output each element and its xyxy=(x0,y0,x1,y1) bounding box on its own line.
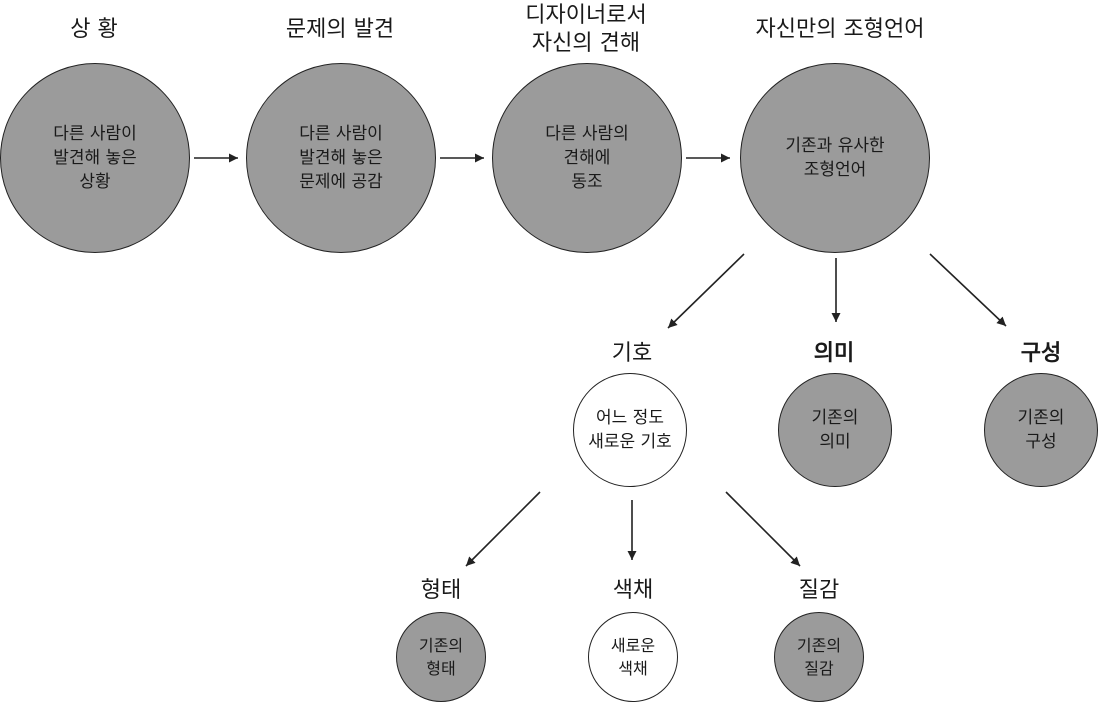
node-color-text: 새로운 색채 xyxy=(610,636,656,678)
node-form: 기존의 형태 xyxy=(396,612,486,702)
node-problem-discovery: 다른 사람이 발견해 놓은 문제에 공감 xyxy=(246,63,436,253)
heading-problem-discovery: 문제의 발견 xyxy=(285,17,395,42)
heading-color: 색채 xyxy=(612,578,654,603)
arrow-language-to-sign xyxy=(667,253,745,329)
heading-composition: 구성 xyxy=(1020,341,1062,366)
node-composition-text: 기존의 구성 xyxy=(1017,408,1065,452)
heading-situation: 상 황 xyxy=(70,17,118,42)
heading-own-form-language: 자신만의 조형언어 xyxy=(755,17,925,42)
node-sign-text: 어느 정도 새로운 기호 xyxy=(588,408,672,452)
node-situation-text: 다른 사람이 발견해 놓은 상황 xyxy=(53,124,137,192)
arrow-sign-to-texture xyxy=(725,491,801,567)
node-problem-discovery-text: 다른 사람이 발견해 놓은 문제에 공감 xyxy=(299,124,383,192)
node-form-language: 기존과 유사한 조형언어 xyxy=(740,63,930,253)
arrow-language-to-composition xyxy=(929,253,1007,327)
node-form-language-text: 기존과 유사한 조형언어 xyxy=(785,136,885,180)
node-designer-view-text: 다른 사람의 견해에 동조 xyxy=(545,124,629,192)
arrow-sign-to-form xyxy=(465,491,541,567)
heading-meaning: 의미 xyxy=(813,341,855,366)
node-situation: 다른 사람이 발견해 놓은 상황 xyxy=(0,63,190,253)
node-meaning-text: 기존의 의미 xyxy=(811,408,859,452)
node-meaning: 기존의 의미 xyxy=(778,373,892,487)
heading-sign: 기호 xyxy=(611,341,653,366)
node-composition: 기존의 구성 xyxy=(984,373,1098,487)
node-form-text: 기존의 형태 xyxy=(418,636,464,678)
node-texture-text: 기존의 질감 xyxy=(796,636,842,678)
heading-texture: 질감 xyxy=(798,578,840,603)
heading-designer-view: 디자이너로서 자신의 견해 xyxy=(525,3,647,56)
node-designer-view: 다른 사람의 견해에 동조 xyxy=(492,63,682,253)
heading-form: 형태 xyxy=(420,578,462,603)
node-color: 새로운 색채 xyxy=(588,612,678,702)
node-sign: 어느 정도 새로운 기호 xyxy=(573,373,687,487)
node-texture: 기존의 질감 xyxy=(774,612,864,702)
